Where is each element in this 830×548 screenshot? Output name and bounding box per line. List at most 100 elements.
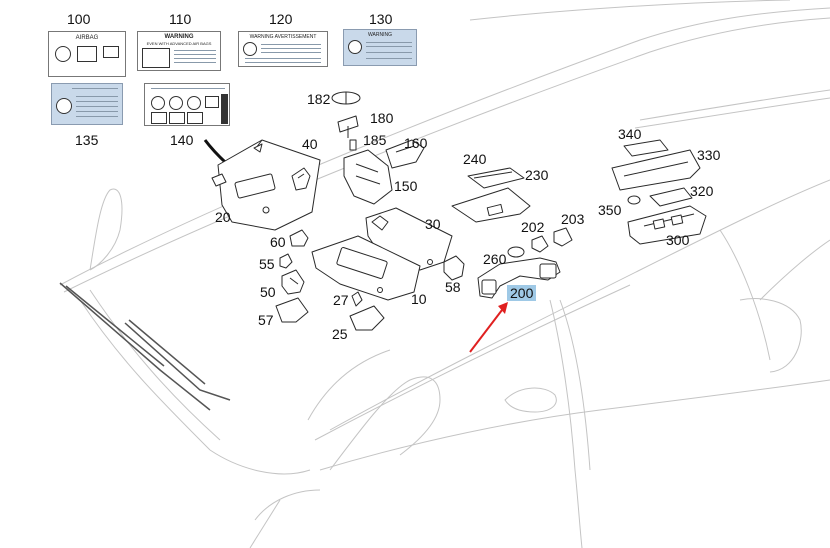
text-line: [151, 88, 225, 89]
visor-mount-55[interactable]: [279, 253, 293, 269]
callout-230[interactable]: 230: [525, 167, 549, 183]
manual-book-icon: [103, 46, 119, 58]
sticker-135[interactable]: [51, 83, 123, 125]
callout-58[interactable]: 58: [445, 279, 461, 295]
callout-180[interactable]: 180: [370, 110, 394, 126]
mirror-cap-182[interactable]: [331, 91, 361, 105]
text-line: [366, 52, 412, 53]
no-child-seat-icon: [169, 96, 183, 110]
text-line: [174, 54, 216, 55]
text-line: [76, 101, 118, 102]
seat-illustration-icon: [151, 112, 167, 124]
visor-cover-57[interactable]: [275, 297, 309, 323]
mirror-housing-150[interactable]: [343, 149, 393, 205]
overhead-frame-330[interactable]: [611, 149, 701, 191]
mounting-plate-230[interactable]: [451, 187, 531, 223]
grab-handle-200[interactable]: [477, 257, 561, 299]
callout-20[interactable]: 20: [215, 209, 231, 225]
seat-illustration-icon: [187, 112, 203, 124]
overhead-lens-340[interactable]: [623, 139, 669, 157]
callout-10[interactable]: 10: [411, 291, 427, 307]
visor-clip-60[interactable]: [289, 229, 309, 247]
callout-300[interactable]: 300: [666, 232, 690, 248]
warning-illustration-icon: [142, 48, 170, 68]
text-line: [174, 58, 216, 59]
callout-160[interactable]: 160: [404, 135, 428, 151]
mirror-pin-185[interactable]: [349, 139, 357, 151]
clip-202[interactable]: [531, 235, 549, 253]
airbag-circle-icon: [55, 46, 71, 62]
callout-203[interactable]: 203: [561, 211, 585, 227]
callout-25[interactable]: 25: [332, 326, 348, 342]
sticker-100[interactable]: AIRBAG: [48, 31, 126, 77]
callout-202[interactable]: 202: [521, 219, 545, 235]
callout-130[interactable]: 130: [369, 11, 393, 27]
callout-150[interactable]: 150: [394, 178, 418, 194]
callout-27[interactable]: 27: [333, 292, 349, 308]
callout-40[interactable]: 40: [302, 136, 318, 152]
sticker-100-title: AIRBAG: [75, 35, 99, 41]
text-line: [245, 62, 321, 63]
text-line: [174, 50, 216, 51]
button-350[interactable]: [627, 195, 641, 205]
text-line: [72, 88, 118, 89]
callout-50[interactable]: 50: [260, 284, 276, 300]
callout-57[interactable]: 57: [258, 312, 274, 328]
visor-cover-25[interactable]: [349, 305, 385, 331]
mirror-screw-180[interactable]: [337, 115, 359, 138]
visor-hook-58[interactable]: [443, 255, 465, 281]
callout-120[interactable]: 120: [269, 11, 293, 27]
cap-260[interactable]: [507, 246, 525, 258]
callout-260[interactable]: 260: [483, 251, 507, 267]
callout-200[interactable]: 200: [507, 285, 537, 301]
overhead-console-300[interactable]: [627, 205, 707, 245]
callout-330[interactable]: 330: [697, 147, 721, 163]
child-seat-icon: [77, 46, 97, 62]
red-pointer-arrow: [469, 309, 503, 353]
callout-30[interactable]: 30: [425, 216, 441, 232]
clip-203[interactable]: [553, 227, 573, 247]
sticker-140[interactable]: [144, 83, 230, 126]
callout-320[interactable]: 320: [690, 183, 714, 199]
mirror-bracket-160[interactable]: [385, 139, 425, 169]
callout-110[interactable]: 110: [169, 11, 192, 27]
barcode-icon: [221, 94, 228, 124]
red-pointer-arrowhead: [498, 302, 508, 314]
visor-hinge-left[interactable]: [211, 143, 263, 187]
callout-135[interactable]: 135: [75, 132, 99, 148]
text-line: [366, 46, 412, 47]
text-line: [76, 106, 118, 107]
console-trim-240[interactable]: [467, 167, 525, 189]
callout-140[interactable]: 140: [170, 132, 194, 148]
wiper-arms: [59, 282, 231, 411]
sticker-120-title: WARNING AVERTISSEMENT: [249, 34, 317, 40]
sticker-110[interactable]: WARNING EVEN WITH ADVANCED AIR BAGS: [137, 31, 221, 71]
sun-visor-10[interactable]: [311, 235, 421, 301]
no-child-seat-icon: [348, 40, 362, 54]
airbag-warning-icon: [151, 96, 165, 110]
sun-visor-20[interactable]: [217, 139, 321, 231]
visor-clip-40[interactable]: [291, 167, 311, 191]
callout-350[interactable]: 350: [598, 202, 622, 218]
sticker-120[interactable]: WARNING AVERTISSEMENT: [238, 31, 328, 67]
sticker-130-title: WARNING: [368, 32, 392, 38]
callout-185[interactable]: 185: [363, 132, 387, 148]
visor-mount-50[interactable]: [281, 269, 305, 295]
text-line: [261, 44, 321, 45]
callout-100[interactable]: 100: [67, 11, 91, 27]
visor-pin-27[interactable]: [351, 291, 363, 307]
callout-340[interactable]: 340: [618, 126, 642, 142]
callout-182[interactable]: 182: [307, 91, 331, 107]
sticker-130[interactable]: WARNING: [343, 29, 417, 66]
callout-55[interactable]: 55: [259, 256, 275, 272]
manual-book-icon: [205, 96, 219, 108]
sticker-110-title: WARNING: [164, 34, 194, 40]
callout-60[interactable]: 60: [270, 234, 286, 250]
text-line: [76, 96, 118, 97]
text-line: [261, 48, 321, 49]
callout-240[interactable]: 240: [463, 151, 487, 167]
seat-illustration-icon: [169, 112, 185, 124]
overhead-module-320[interactable]: [649, 187, 693, 207]
